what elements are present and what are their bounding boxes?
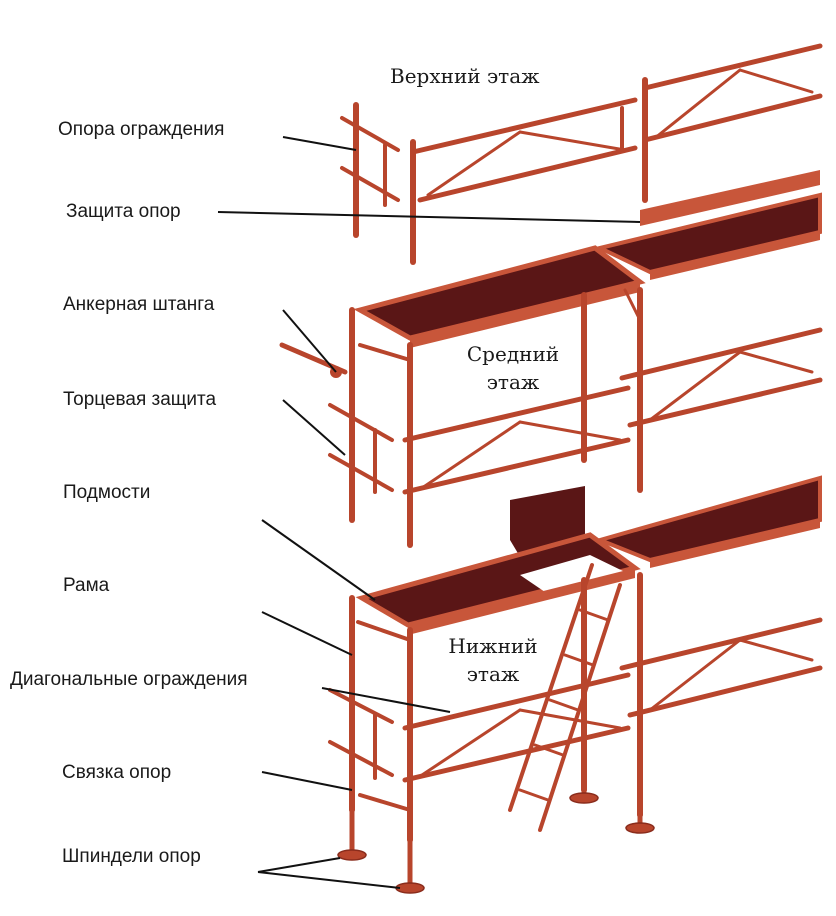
label-post-spindles: Шпиндели опор xyxy=(62,846,201,867)
floor-middle-line2: этаж xyxy=(486,370,540,394)
spindle-bases xyxy=(337,790,655,894)
leader-guardrail-post xyxy=(282,136,357,151)
leader-anchor-rod xyxy=(282,309,337,373)
middle-platform xyxy=(353,245,646,348)
floor-middle-line1: Средний xyxy=(466,342,560,366)
label-anchor-rod: Анкерная штанга xyxy=(63,294,215,315)
leader-platform xyxy=(261,519,376,601)
label-frame: Рама xyxy=(63,575,110,596)
lower-platform xyxy=(355,475,822,635)
middle-floor-structure xyxy=(279,287,823,548)
leader-diagonal-guards xyxy=(321,687,451,713)
floor-lower-line1: Нижний xyxy=(448,634,538,658)
leader-end-guard xyxy=(282,399,346,456)
label-end-guard: Торцевая защита xyxy=(63,389,217,410)
label-toe-board: Защита опор xyxy=(66,201,181,222)
leader-spindle-1 xyxy=(257,857,341,873)
floor-upper-label: Верхний этаж xyxy=(390,62,540,90)
floor-upper-text: Верхний этаж xyxy=(390,64,540,88)
floor-lower-label: Нижний этаж xyxy=(438,632,548,688)
lower-floor-structure xyxy=(328,563,823,843)
leader-lines xyxy=(217,136,641,889)
label-guardrail-post: Опора ограждения xyxy=(58,119,225,140)
upper-floor-structure xyxy=(340,43,823,265)
leader-toe-board xyxy=(217,211,641,223)
leader-post-tie xyxy=(261,771,353,791)
label-post-tie: Связка опор xyxy=(62,762,172,783)
upper-platform xyxy=(594,170,822,280)
leader-frame xyxy=(261,611,353,656)
leader-spindle-2 xyxy=(257,871,401,889)
label-platform: Подмости xyxy=(63,482,151,503)
label-diagonal-guards: Диагональные ограждения xyxy=(10,669,248,690)
floor-middle-label: Средний этаж xyxy=(458,340,568,396)
floor-lower-line2: этаж xyxy=(466,662,520,686)
